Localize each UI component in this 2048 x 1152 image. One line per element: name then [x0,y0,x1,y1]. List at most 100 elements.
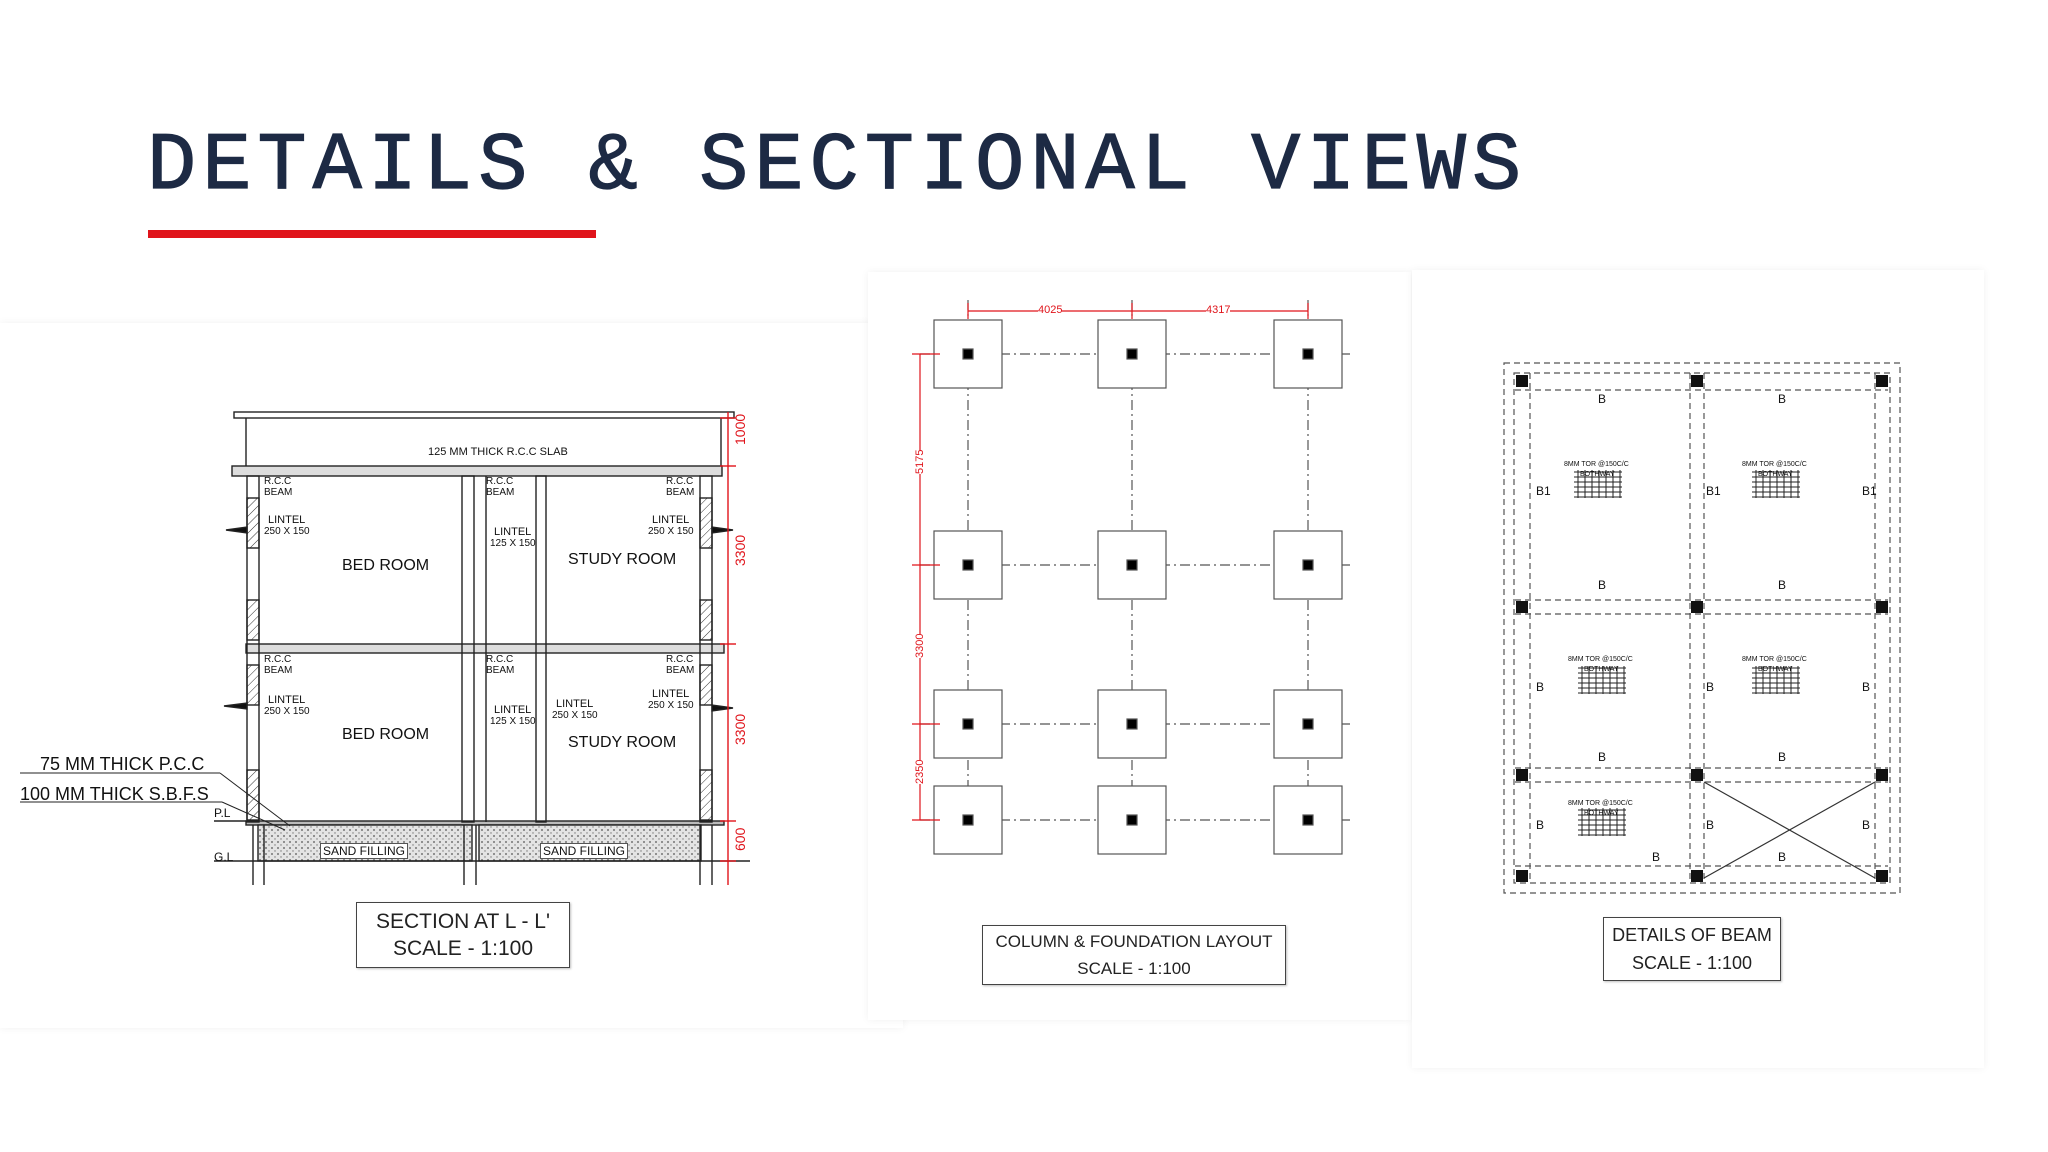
beam-label-5: BEAM [486,665,515,676]
beam-column-1-0 [1516,601,1528,613]
beam-b1-2: B1 [1706,484,1721,498]
dim-top-4025: 4025 [1038,304,1063,316]
dim-top-4317: 4317 [1206,304,1231,316]
study-room-2: STUDY ROOM [568,734,677,751]
rebar-note-1b: BOTHWAY [1580,471,1615,478]
column-1-0 [962,559,974,571]
beam-label-6: BEAM [666,665,695,676]
sbfs-label: 100 MM THICK S.B.F.S [20,784,209,804]
bed-room-2: BED ROOM [342,726,430,743]
lintel-label-1: LINTEL [268,514,306,526]
beam-b1-3: B1 [1862,484,1877,498]
rebar-mesh-3 [1752,666,1800,694]
rebar-mesh-0 [1574,470,1622,498]
beam-b-1: B [1598,392,1607,406]
section-caption-scale: SCALE - 1:100 [392,937,534,960]
rcc-label-4: R.C.C [264,654,292,665]
rebar-note-4: 8MM TOR @150C/C [1742,656,1807,663]
beam-column-2-2 [1876,769,1888,781]
rcc-label-5: R.C.C [486,654,514,665]
lintel-size-5: 250 X 150 [648,700,694,711]
column-1-1 [1126,559,1138,571]
beam-label-2: BEAM [486,487,515,498]
beam-column-3-0 [1516,870,1528,882]
lintel-label-2: LINTEL [652,514,690,526]
lintel-label-4: LINTEL [268,694,306,706]
beam-b-5: B [1536,680,1545,694]
roof-coping [233,411,735,419]
beam-label-1: BEAM [264,487,293,498]
beam-column-1-2 [1876,601,1888,613]
rebar-note-3: 8MM TOR @150C/C [1568,656,1633,663]
beam-b-10: B [1536,818,1545,832]
rebar-note-5b: BOTHWAY [1584,810,1619,817]
rebar-note-3b: BOTHWAY [1584,666,1619,673]
rebar-note-4b: BOTHWAY [1758,666,1793,673]
beam-column-1-1 [1691,601,1703,613]
beam-caption-title: DETAILS OF BEAM [1612,925,1772,945]
pl-label: P.L [214,806,231,820]
beam-column-2-0 [1516,769,1528,781]
beam-b-6: B [1706,680,1715,694]
layout-panel [868,272,1411,1020]
lintel-size-1: 250 X 150 [264,526,310,537]
beam-column-0-0 [1516,375,1528,387]
beam-b-7: B [1862,680,1871,694]
beam-column-0-2 [1876,375,1888,387]
rebar-mesh-4 [1578,808,1626,836]
column-0-1 [1126,348,1138,360]
lintel-label-3: LINTEL [494,526,532,538]
roof-slab [231,465,723,477]
lintel-size-7: 250 X 150 [552,710,598,721]
study-room-1: STUDY ROOM [568,551,677,568]
column-3-0 [962,814,974,826]
lintel-label-5: LINTEL [652,688,690,700]
beam-column-3-2 [1876,870,1888,882]
beam-caption: DETAILS OF BEAM SCALE - 1:100 [1603,917,1781,981]
beam-column-3-1 [1691,870,1703,882]
lintel-size-2: 250 X 150 [648,526,694,537]
beam-b-12: B [1862,818,1871,832]
section-caption-title: SECTION AT L - L' [376,910,550,933]
slab-label: 125 MM THICK R.C.C SLAB [428,446,568,458]
rebar-mesh-2 [1578,666,1626,694]
title-underline [148,230,596,238]
beam-b-3: B [1598,578,1607,592]
beam-column-2-1 [1691,769,1703,781]
layout-caption-title: COLUMN & FOUNDATION LAYOUT [995,932,1273,951]
column-2-2 [1302,718,1314,730]
column-1-2 [1302,559,1314,571]
column-2-0 [962,718,974,730]
rcc-label-1: R.C.C [264,476,292,487]
beam-label-3: BEAM [666,487,695,498]
beam-label-4: BEAM [264,665,293,676]
sand-filling-2: SAND FILLING [540,843,629,859]
floor-slab [245,643,725,654]
column-0-0 [962,348,974,360]
rebar-note-2: 8MM TOR @150C/C [1742,461,1807,468]
beam-b-8: B [1598,750,1607,764]
lintel-label-7: LINTEL [556,698,594,710]
sand-filling-1: SAND FILLING [320,843,409,859]
beam-b-4: B [1778,578,1787,592]
rebar-note-5: 8MM TOR @150C/C [1568,800,1633,807]
bed-room-1: BED ROOM [342,557,430,574]
rcc-label-2: R.C.C [486,476,514,487]
beam-b-11: B [1706,818,1715,832]
pcc-label: 75 MM THICK P.C.C [40,754,205,774]
rebar-note-1: 8MM TOR @150C/C [1564,461,1629,468]
column-2-1 [1126,718,1138,730]
beam-column-0-1 [1691,375,1703,387]
beam-caption-scale: SCALE - 1:100 [1631,953,1753,973]
page-title: DETAILS & SECTIONAL VIEWS [146,120,1528,213]
column-3-1 [1126,814,1138,826]
lintel-size-6: 125 X 150 [490,716,536,727]
rcc-label-3: R.C.C [666,476,694,487]
beam-b-13: B [1652,850,1661,864]
beam-b-14: B [1778,850,1787,864]
lintel-size-3: 125 X 150 [490,538,536,549]
rcc-label-6: R.C.C [666,654,694,665]
